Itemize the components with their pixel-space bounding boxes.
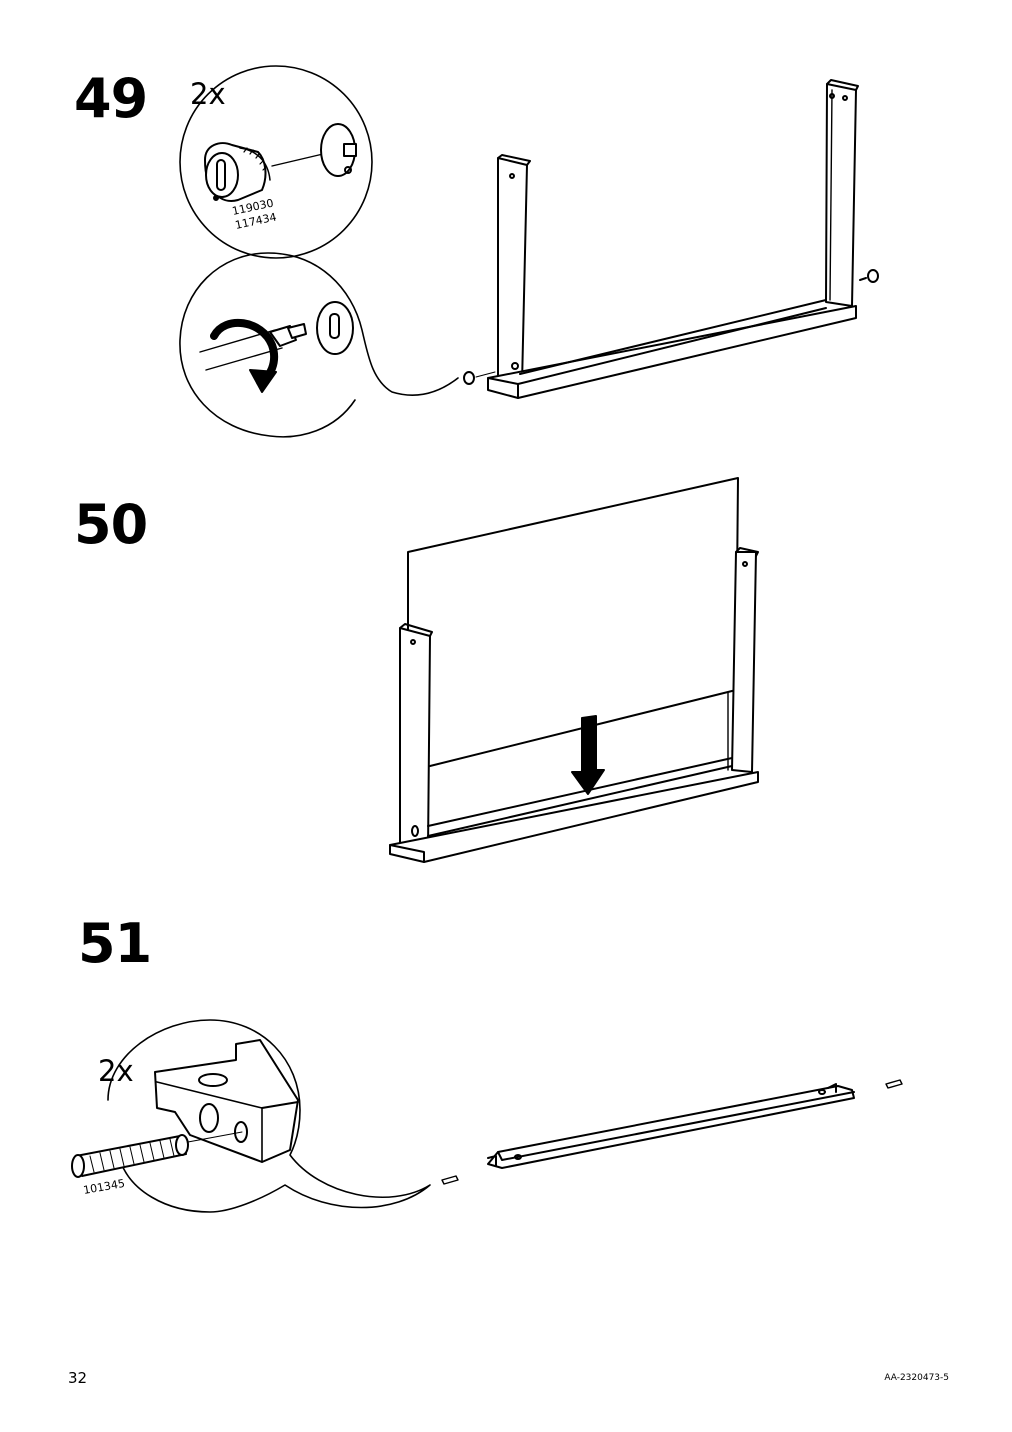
back-panel [407,477,739,771]
step-50-number: 50 [74,493,148,556]
dowel-icon [441,1079,903,1185]
step-51-illustration: 101345 [71,1019,903,1213]
screwdriver-detail [179,252,459,438]
dowel-detail: 101345 [71,1019,431,1213]
cam-lock-icon [204,142,271,202]
screwdriver-turn-icon [199,318,307,393]
step-50-illustration [389,477,759,863]
frame-right-upright [825,79,859,307]
frame-bottom-rail [389,757,759,863]
dowel-icon [71,1134,189,1178]
down-arrow-icon [571,715,605,795]
part-number-101345: 101345 [82,1177,126,1197]
step-51-number: 51 [78,912,152,975]
step-49-illustration: 119030 117434 [179,65,879,438]
frame-right-upright [727,547,759,773]
frame-left-upright [497,154,531,385]
page-number: 32 [68,1369,88,1387]
step-49-number: 49 [74,67,148,130]
frame-left-upright [399,623,433,851]
cam-lock-detail: 119030 117434 [179,65,373,259]
frame-bottom-rail [487,299,857,399]
document-code: AA-2320473-5 [884,1373,949,1383]
long-rail [487,1083,855,1169]
cam-lock-icon [463,269,879,385]
